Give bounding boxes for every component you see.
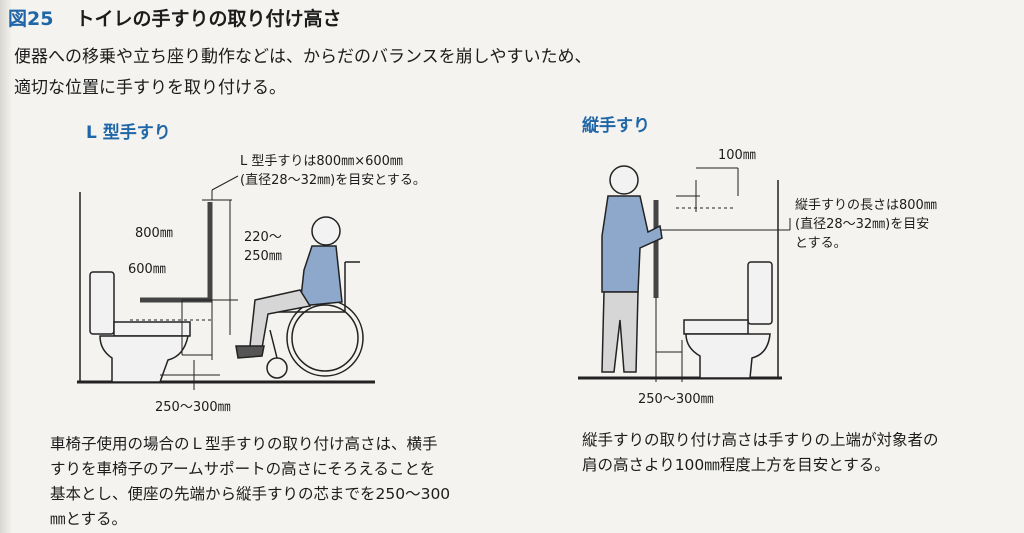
label-600mm: 600㎜ <box>128 262 166 277</box>
figure-title-text: トイレの手すりの取り付け高さ <box>75 8 342 30</box>
l-handrail-illustration <box>140 202 213 303</box>
vertical-dimension <box>655 167 791 382</box>
label-800mm: 800㎜ <box>135 226 173 241</box>
l-type-note: L 型手すりは800㎜×600㎜(直径28〜32㎜)を目安とする。 <box>240 154 426 188</box>
vertical-note: 縦手すりの長さは800㎜(直径28〜32㎜)を目安とする。 <box>795 198 937 251</box>
l-type-heading: L 型手すり <box>86 123 171 143</box>
intro-line-2: 適切な位置に手すりを取り付ける。 <box>14 78 286 98</box>
vertical-heading: 縦手すり <box>582 116 650 136</box>
l-handrail-dimension <box>130 175 239 390</box>
label-220-250mm: 220〜250㎜ <box>244 230 282 264</box>
vertical-description: 縦手すりの取り付け高さは手すりの上端が対象者の 肩の高さより100㎜程度上方を目… <box>582 431 939 474</box>
seated-person-illustration <box>235 216 343 359</box>
right-toilet-illustration <box>683 261 773 379</box>
figure-number: 図25 <box>8 8 54 30</box>
v-bottom-dimension-label: 250〜300㎜ <box>638 392 714 407</box>
standing-person-illustration <box>601 165 663 373</box>
figure-title: 図25 トイレの手すりの取り付け高さ <box>8 4 341 31</box>
intro-line-1: 便器への移乗や立ち座り動作などは、からだのバランスを崩しやすいため、 <box>14 47 592 67</box>
l-type-description: 車椅子使用の場合のＬ型手すりの取り付け高さは、横手 すりを車椅子のアームサポート… <box>50 435 451 528</box>
l-bottom-dimension-label: 250〜300㎜ <box>155 400 231 415</box>
label-100mm: 100㎜ <box>718 148 756 163</box>
left-toilet-illustration <box>89 271 191 383</box>
page-edge-shadow <box>0 0 12 533</box>
